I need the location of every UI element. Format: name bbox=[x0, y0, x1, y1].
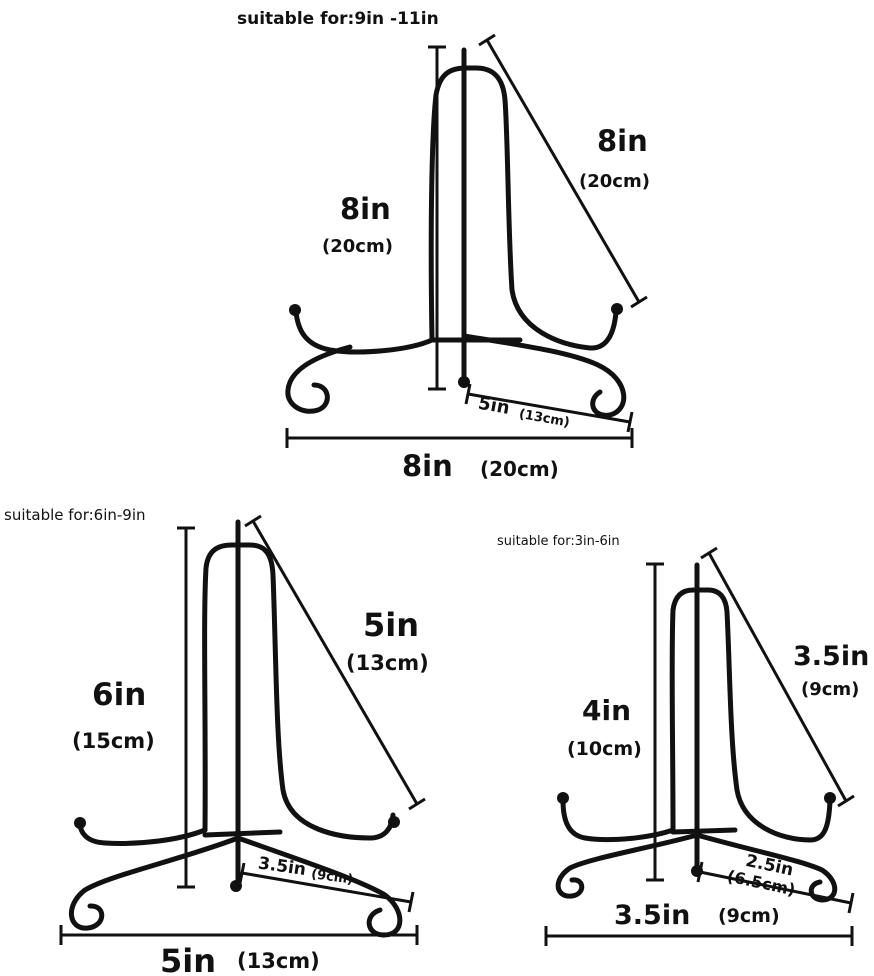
large-height-inches: 8in bbox=[340, 192, 391, 226]
medium-stand-drawing bbox=[68, 519, 403, 938]
large-back-dimension bbox=[478, 33, 648, 309]
medium-width-inches: 5in bbox=[160, 942, 216, 976]
medium-height-inches: 6in bbox=[92, 677, 146, 713]
medium-height-cm: (15cm) bbox=[72, 729, 155, 753]
small-height-dimension bbox=[646, 562, 664, 882]
large-width-cm: (20cm) bbox=[480, 457, 559, 481]
large-height-cm: (20cm) bbox=[322, 236, 393, 257]
medium-back-cm: (13cm) bbox=[346, 651, 429, 675]
medium-depth-cm: (9cm) bbox=[310, 867, 354, 888]
large-width-dimension bbox=[285, 428, 634, 448]
medium-height-dimension bbox=[177, 526, 195, 889]
small-back-inches: 3.5in bbox=[793, 641, 869, 672]
large-back-cm: (20cm) bbox=[579, 171, 650, 192]
medium-width-cm: (13cm) bbox=[237, 949, 320, 973]
large-stand: suitable for:9in -11in 8in (20cm) 8in (2… bbox=[237, 9, 650, 483]
large-width-inches: 8in bbox=[402, 449, 453, 483]
small-depth-dimension bbox=[696, 861, 855, 914]
medium-back-dimension bbox=[244, 514, 426, 811]
small-stand: suitable for:3in-6in 4in (10cm) 3.5in (9… bbox=[497, 534, 869, 946]
small-suitable-label: suitable for:3in-6in bbox=[497, 534, 620, 549]
medium-stand: suitable for:6in-9in 6in (15cm) 5in (13c… bbox=[4, 506, 429, 976]
small-width-inches: 3.5in bbox=[614, 900, 690, 931]
small-stand-drawing bbox=[555, 562, 838, 903]
small-width-dimension bbox=[544, 926, 854, 946]
large-stand-drawing bbox=[285, 47, 627, 418]
medium-depth-dimension bbox=[238, 862, 415, 913]
medium-width-dimension bbox=[59, 925, 419, 945]
small-back-cm: (9cm) bbox=[801, 679, 859, 700]
large-depth-dimension bbox=[464, 383, 634, 433]
large-depth-inches: 5in bbox=[477, 393, 512, 419]
small-width-cm: (9cm) bbox=[718, 905, 780, 927]
small-back-dimension bbox=[700, 546, 855, 808]
medium-suitable-label: suitable for:6in-9in bbox=[4, 506, 146, 524]
small-height-cm: (10cm) bbox=[567, 738, 642, 760]
large-height-dimension bbox=[428, 45, 446, 391]
small-height-inches: 4in bbox=[582, 694, 631, 727]
medium-back-inches: 5in bbox=[363, 606, 419, 644]
large-suitable-label: suitable for:9in -11in bbox=[237, 9, 439, 29]
large-back-inches: 8in bbox=[597, 124, 648, 158]
